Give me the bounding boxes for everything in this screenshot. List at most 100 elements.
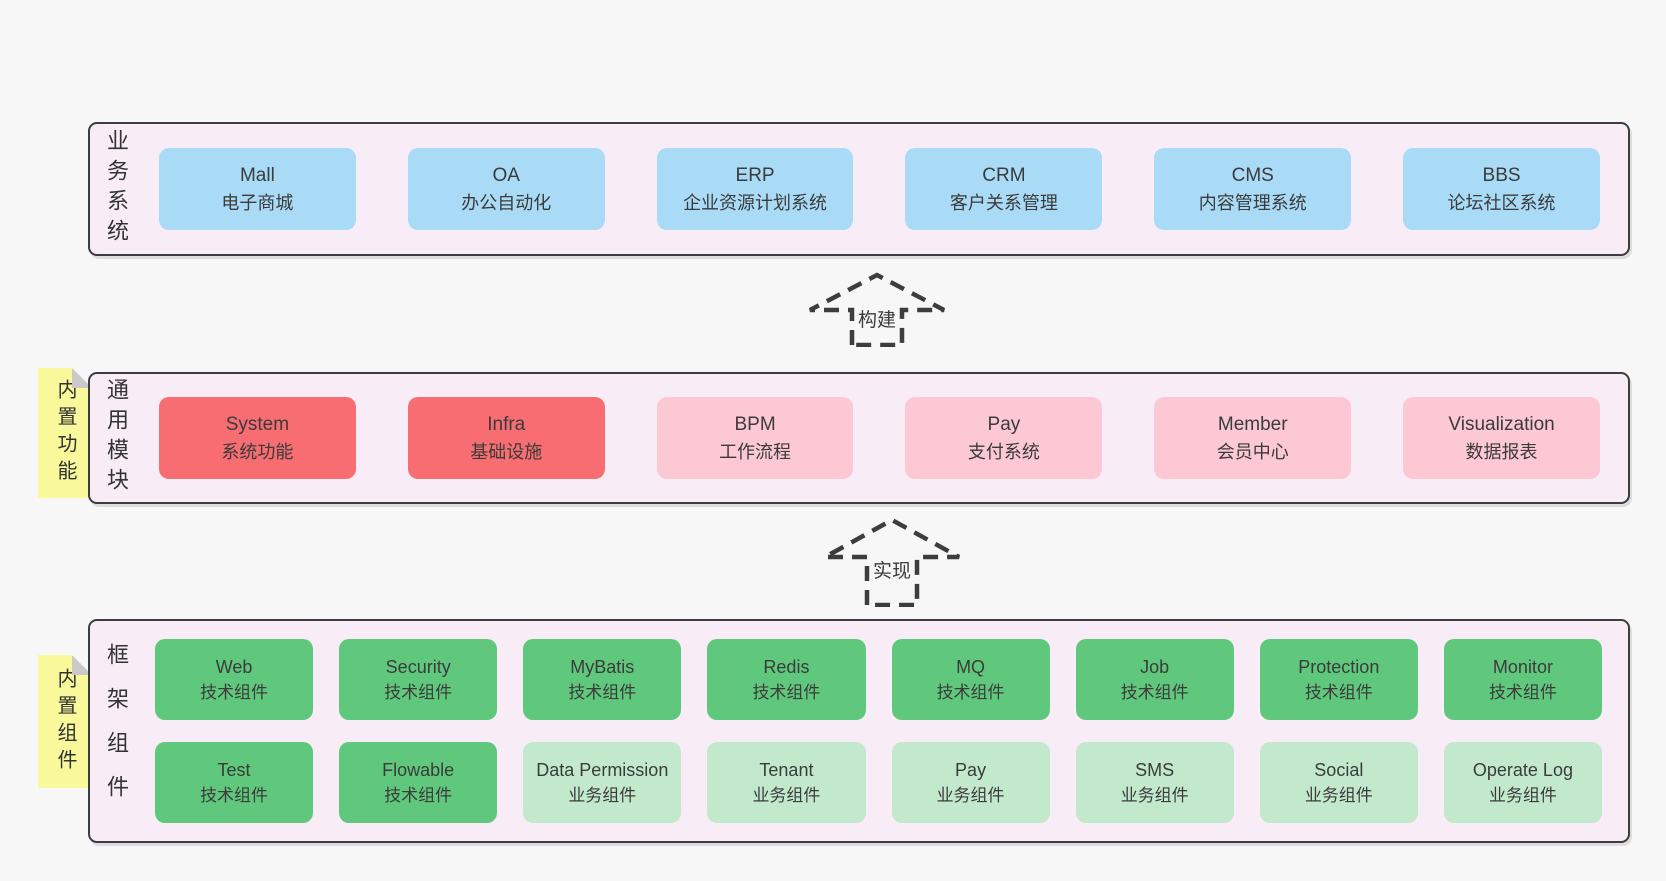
box-system: System 系统功能 (159, 397, 356, 479)
box-title: Security (385, 656, 451, 677)
box-bpm: BPM 工作流程 (656, 397, 854, 479)
module-box-row: System 系统功能 Infra 基础设施 BPM 工作流程 Pay 支付系统… (159, 397, 1600, 479)
box-title: Flowable (382, 759, 455, 780)
box-subtitle: 系统功能 (221, 441, 294, 462)
box-data-permission: Data Permission 业务组件 (523, 742, 682, 823)
component-row-tech: Web 技术组件 Security 技术组件 MyBatis 技术组件 Redi… (155, 639, 1602, 720)
box-title: Web (215, 656, 253, 677)
box-subtitle: 技术组件 (752, 682, 821, 702)
box-title: Member (1217, 413, 1288, 435)
box-title: BPM (734, 413, 776, 435)
box-subtitle: 技术组件 (384, 682, 453, 702)
box-title: OA (492, 164, 520, 186)
box-flowable: Flowable 技术组件 (339, 742, 498, 823)
folded-corner-icon (72, 655, 92, 675)
box-cms: CMS 内容管理系统 (1154, 148, 1352, 230)
sticky-note-label: 内置功能 (54, 379, 76, 487)
component-rows: Web 技术组件 Security 技术组件 MyBatis 技术组件 Redi… (155, 639, 1602, 823)
box-title: Pay (987, 413, 1021, 435)
box-title: Tenant (759, 759, 814, 780)
box-web: Web 技术组件 (155, 639, 314, 720)
dashed-up-arrow-icon (808, 272, 946, 347)
implement-arrow-label: 实现 (869, 556, 915, 583)
box-title: Visualization (1448, 413, 1555, 435)
box-subtitle: 会员中心 (1216, 441, 1289, 462)
box-title: MQ (956, 656, 986, 677)
implement-arrow: 实现 (821, 516, 963, 607)
box-crm: CRM 客户关系管理 (905, 148, 1103, 230)
box-title: Infra (487, 413, 526, 435)
box-subtitle: 企业资源计划系统 (683, 192, 828, 213)
sticky-note-built-in-functions: 内置功能 (38, 368, 92, 498)
build-arrow: 构建 (806, 271, 948, 347)
box-subtitle: 技术组件 (1488, 682, 1557, 702)
box-protection: Protection 技术组件 (1259, 639, 1418, 720)
band-framework-components: 框架组件 Web 技术组件 Security 技术组件 MyBatis 技术组件… (88, 619, 1630, 843)
folded-corner-icon (72, 368, 92, 388)
box-title: Test (217, 759, 251, 780)
box-job: Job 技术组件 (1075, 639, 1234, 720)
box-tenant: Tenant 业务组件 (707, 742, 866, 823)
box-title: Protection (1298, 656, 1380, 677)
box-subtitle: 技术组件 (936, 682, 1005, 702)
box-security: Security 技术组件 (339, 639, 498, 720)
box-subtitle: 内容管理系统 (1198, 192, 1307, 213)
box-oa: OA 办公自动化 (407, 148, 605, 230)
box-subtitle: 业务组件 (1120, 785, 1189, 805)
box-subtitle: 业务组件 (1304, 785, 1373, 805)
box-erp: ERP 企业资源计划系统 (656, 148, 854, 230)
sticky-note-built-in-components: 内置组件 (38, 655, 92, 788)
dashed-up-arrow-icon (823, 517, 961, 607)
box-sms: SMS 业务组件 (1075, 742, 1234, 823)
band-label-common-modules: 通用模块 (104, 378, 129, 498)
box-title: Monitor (1492, 656, 1553, 677)
box-member: Member 会员中心 (1154, 397, 1352, 479)
box-title: CMS (1231, 164, 1274, 186)
box-title: Social (1314, 759, 1364, 780)
box-subtitle: 技术组件 (200, 785, 269, 805)
band-business-systems: 业务系统 Mall 电子商城 OA 办公自动化 ERP 企业资源计划系统 CRM… (88, 122, 1630, 256)
box-subtitle: 数据报表 (1465, 441, 1538, 462)
box-operate-log: Operate Log 业务组件 (1443, 742, 1602, 823)
box-subtitle: 支付系统 (967, 441, 1040, 462)
box-title: Job (1140, 656, 1170, 677)
component-row-biz: Test 技术组件 Flowable 技术组件 Data Permission … (155, 742, 1602, 823)
box-title: Operate Log (1472, 759, 1573, 780)
box-title: MyBatis (570, 656, 635, 677)
box-bbs: BBS 论坛社区系统 (1403, 148, 1600, 230)
box-visualization: Visualization 数据报表 (1403, 397, 1600, 479)
box-pay: Pay 支付系统 (905, 397, 1103, 479)
box-monitor: Monitor 技术组件 (1443, 639, 1602, 720)
box-subtitle: 业务组件 (936, 785, 1005, 805)
box-subtitle: 客户关系管理 (949, 192, 1058, 213)
box-title: CRM (982, 164, 1026, 186)
box-subtitle: 电子商城 (221, 192, 294, 213)
box-subtitle: 技术组件 (1304, 682, 1373, 702)
box-subtitle: 业务组件 (752, 785, 821, 805)
box-subtitle: 业务组件 (1488, 785, 1557, 805)
box-title: System (225, 413, 290, 435)
sticky-note-label: 内置组件 (54, 667, 76, 776)
band-label-business-systems: 业务系统 (104, 129, 129, 249)
box-redis: Redis 技术组件 (707, 639, 866, 720)
box-subtitle: 技术组件 (384, 785, 453, 805)
box-subtitle: 业务组件 (568, 785, 637, 805)
box-subtitle: 技术组件 (568, 682, 637, 702)
box-subtitle: 基础设施 (470, 441, 543, 462)
box-infra: Infra 基础设施 (407, 397, 605, 479)
box-subtitle: 论坛社区系统 (1447, 192, 1556, 213)
box-title: BBS (1482, 164, 1521, 186)
box-mq: MQ 技术组件 (891, 639, 1050, 720)
business-box-row: Mall 电子商城 OA 办公自动化 ERP 企业资源计划系统 CRM 客户关系… (159, 148, 1600, 230)
box-subtitle: 办公自动化 (461, 192, 552, 213)
box-title: Mall (239, 164, 275, 186)
box-test: Test 技术组件 (155, 742, 314, 823)
build-arrow-label: 构建 (854, 305, 900, 332)
box-title: Data Permission (536, 759, 669, 780)
box-title: SMS (1135, 759, 1175, 780)
box-mybatis: MyBatis 技术组件 (523, 639, 682, 720)
box-mall: Mall 电子商城 (159, 148, 356, 230)
band-label-framework-components: 框架组件 (104, 643, 129, 819)
box-subtitle: 技术组件 (1120, 682, 1189, 702)
box-subtitle: 技术组件 (200, 682, 269, 702)
